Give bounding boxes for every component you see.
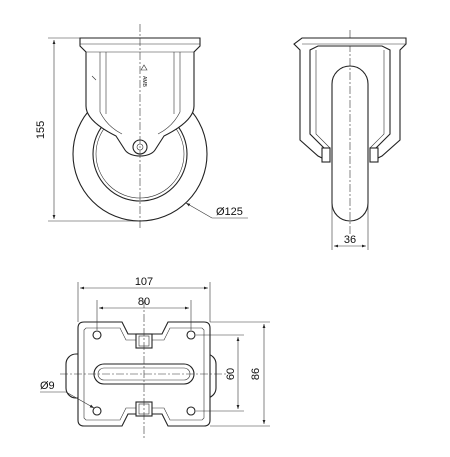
bracket-marking: AMB [141,76,147,88]
fork-side [293,37,407,161]
hole-diameter-label: Ø9 [40,380,55,392]
wheel-diameter-label: Ø125 [216,206,243,218]
bolt-hole-bottom-right [186,406,196,416]
bolt-hole-bottom-left [92,406,102,416]
side-view: 36 [293,30,407,250]
bolt-hole-top-right [186,330,196,340]
hole-diameter-leader [65,391,95,409]
wheel-width-label: 36 [344,234,356,246]
hole-spacing-length-label: 80 [138,296,150,308]
plate-width-label: 86 [250,368,262,380]
hole-spacing-width-label: 60 [225,368,237,380]
height-dimension-label: 155 [35,121,47,139]
front-view: AMB 155 Ø125 [35,24,248,230]
plate-length-label: 107 [135,276,153,288]
top-view: 107 80 60 86 Ø9 [40,276,270,440]
bolt-hole-top-left [92,330,102,340]
diameter-leader [185,202,213,219]
